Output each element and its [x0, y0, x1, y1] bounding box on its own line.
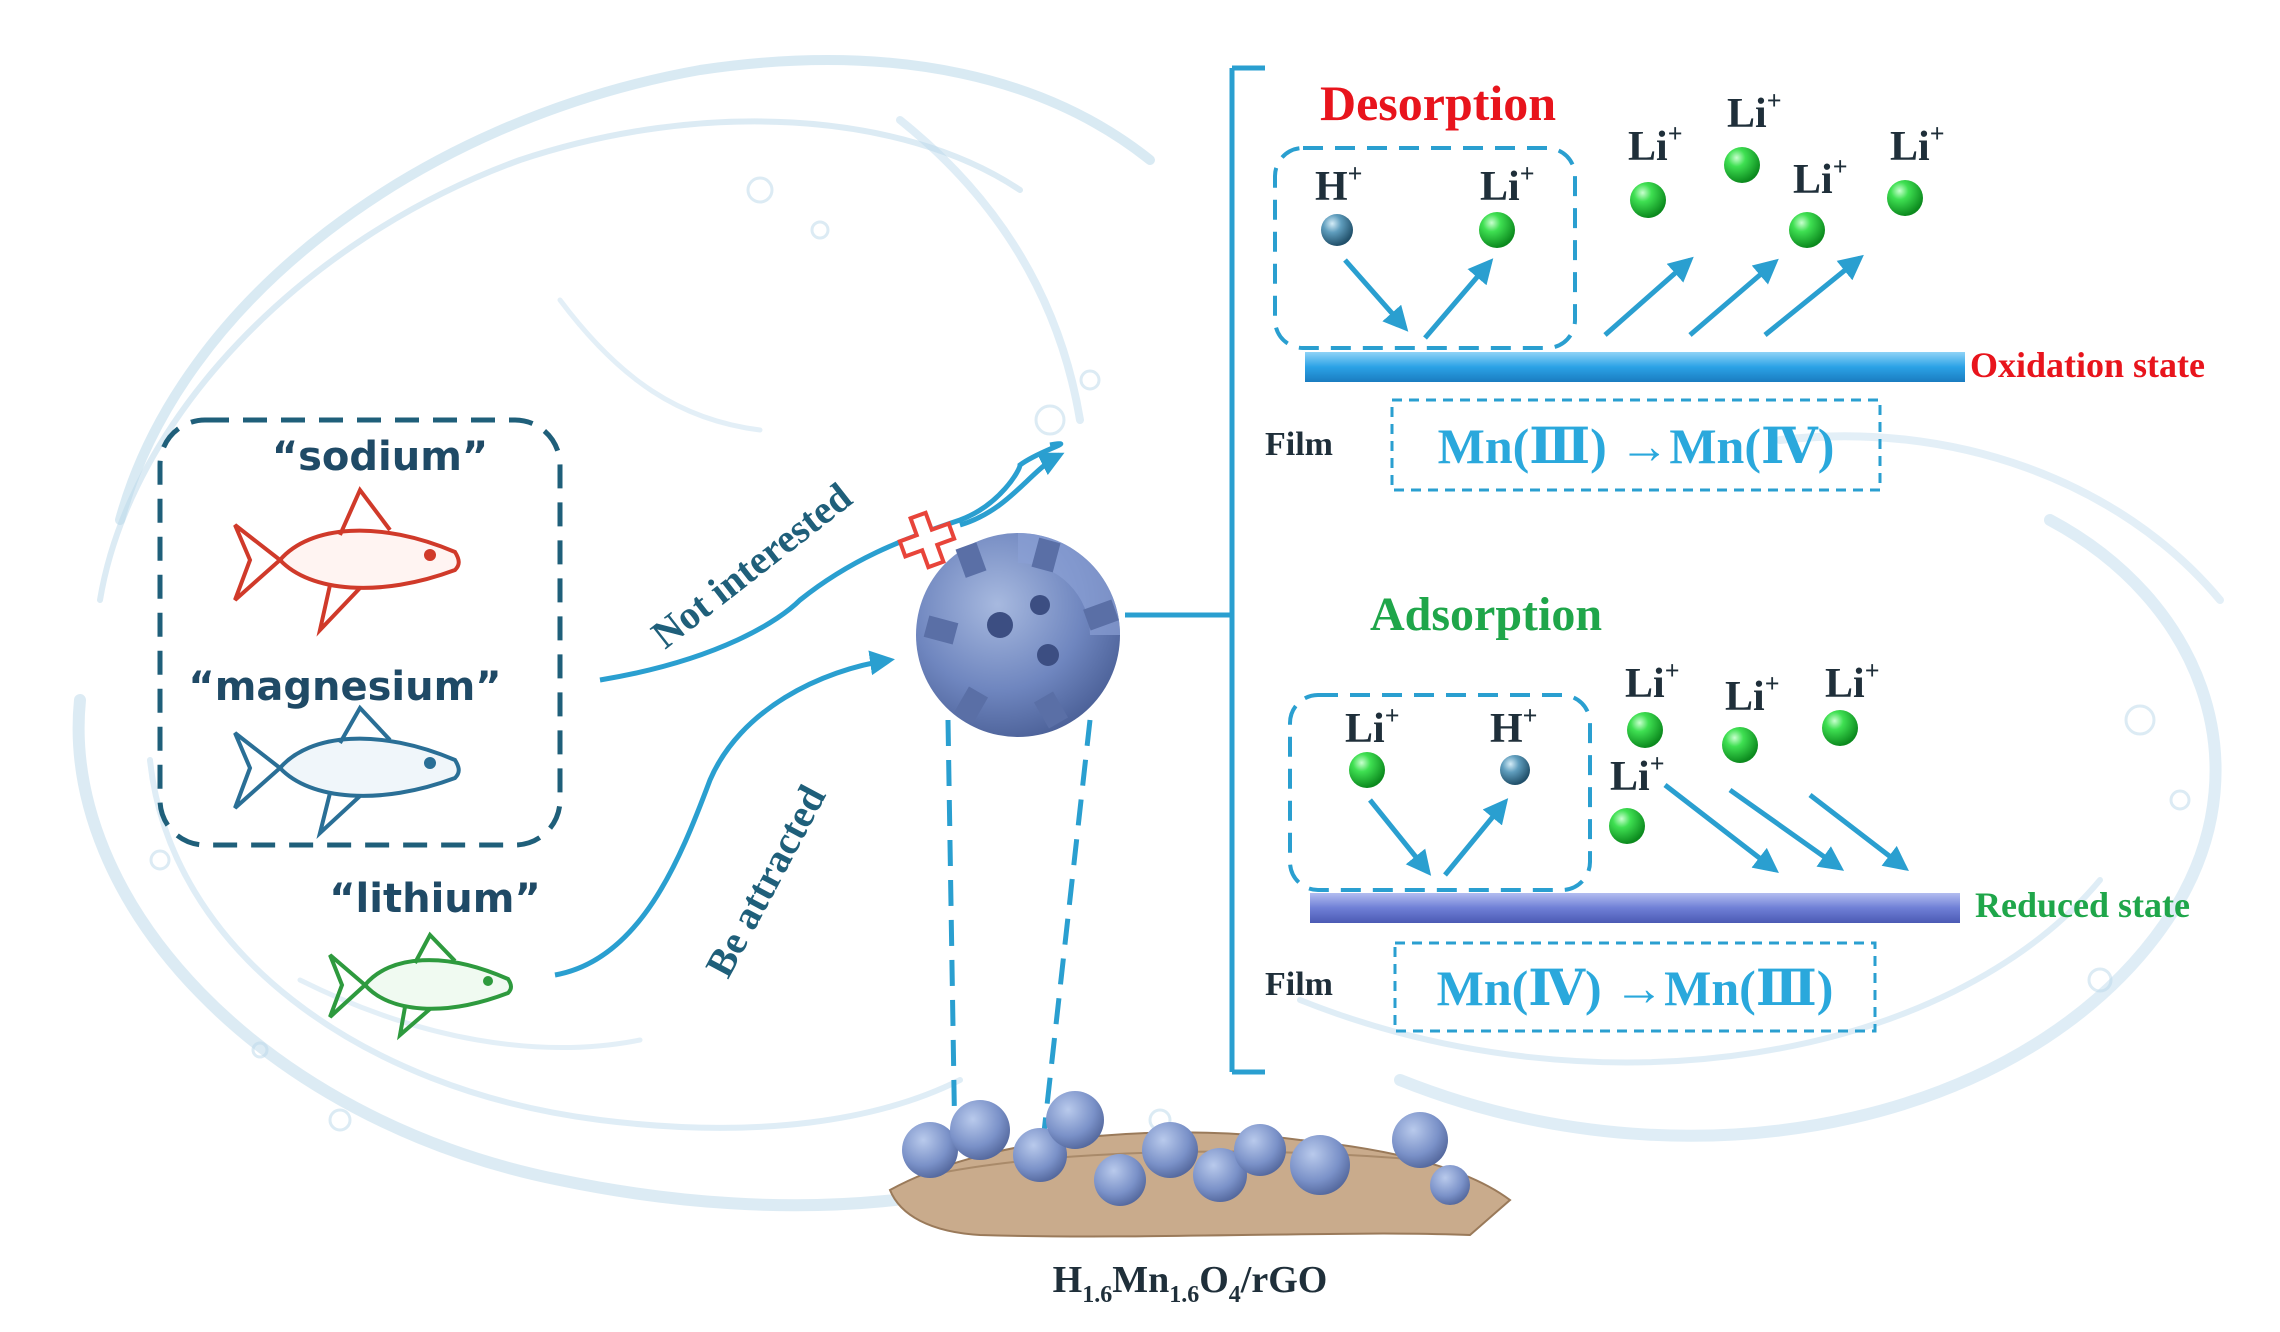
adsorption-li-label-1: Li+: [1345, 701, 1400, 752]
desorption-li-label-1: Li+: [1480, 159, 1535, 210]
adsorption-h-ion: [1500, 755, 1530, 785]
zoom-line-left: [945, 719, 958, 1151]
desorption-li-label-2: Li+: [1628, 119, 1683, 170]
desorption-li-ion-2: [1630, 182, 1666, 218]
desorption-film-label: Film: [1265, 426, 1333, 463]
oxidation-state-label: Oxidation state: [1970, 345, 2205, 385]
desorption-title: Desorption: [1320, 75, 1556, 131]
desorption-li-label-5: Li+: [1890, 119, 1945, 170]
branch-bracket: [1125, 65, 1265, 1075]
desorption-reaction-box: [1390, 398, 1882, 492]
adsorption-title: Adsorption: [1370, 588, 1602, 641]
reduced-film-bar: [1310, 893, 1960, 923]
adsorption-li-label-4: Li+: [1825, 656, 1880, 707]
material-formula: H1.6Mn1.6O4/rGO: [1053, 1259, 1328, 1308]
zoom-line-right: [1039, 719, 1093, 1151]
desorption-reaction: Mn(Ⅲ) →Mn(Ⅳ): [1438, 418, 1835, 474]
desorption-exchange-box: [1273, 146, 1577, 350]
desorption-li-label-3: Li+: [1727, 86, 1782, 137]
adsorption-li-ion-3: [1722, 727, 1758, 763]
rgo-sheet-illustration: [888, 1091, 1512, 1238]
desorption-li-ion-5: [1887, 180, 1923, 216]
adsorption-li-ion-1: [1349, 752, 1385, 788]
oxidation-film-bar: [1305, 352, 1965, 382]
blocked-cross-icon: [897, 510, 957, 570]
adsorption-li-ion-5: [1609, 808, 1645, 844]
adsorption-arrows: [1368, 783, 1909, 877]
adsorption-li-label-3: Li+: [1725, 669, 1780, 720]
not-interested-label: Not interested: [643, 474, 860, 657]
lithium-fish-icon: [328, 931, 513, 1041]
sodium-fish-icon: [233, 486, 461, 637]
desorption-li-ion-1: [1479, 212, 1515, 248]
adsorption-li-label-2: Li+: [1625, 656, 1680, 707]
desorption-arrows: [1343, 254, 1864, 340]
lithium-label: “lithium”: [329, 876, 540, 922]
adsorption-h-label: H+: [1490, 701, 1538, 752]
desorption-h-label: H+: [1315, 159, 1363, 210]
be-attracted-arrow: [554, 650, 895, 978]
adsorption-exchange-box: [1288, 693, 1592, 892]
adsorption-li-ion-2: [1627, 712, 1663, 748]
reduced-state-label: Reduced state: [1975, 885, 2190, 925]
water-splash-background: [72, 55, 2224, 1212]
fish-group-dashed-box: [157, 417, 563, 848]
desorption-h-ion: [1321, 214, 1353, 246]
adsorption-reaction: Mn(Ⅳ) →Mn(Ⅲ): [1437, 960, 1834, 1016]
magnesium-fish-icon: [233, 704, 461, 840]
not-interested-arrow-tip: [959, 452, 1065, 528]
desorption-li-ion-3: [1724, 147, 1760, 183]
adsorption-reaction-box: [1393, 941, 1877, 1033]
adsorption-li-ion-4: [1822, 710, 1858, 746]
adsorption-film-label: Film: [1265, 966, 1333, 1003]
sodium-label: “sodium”: [272, 434, 488, 480]
desorption-li-label-4: Li+: [1793, 152, 1848, 203]
magnesium-label: “magnesium”: [188, 664, 501, 710]
be-attracted-label: Be attracted: [696, 778, 834, 984]
adsorption-li-label-5: Li+: [1610, 749, 1665, 800]
desorption-li-ion-4: [1789, 212, 1825, 248]
adsorbent-sphere-icon: [916, 533, 1120, 737]
